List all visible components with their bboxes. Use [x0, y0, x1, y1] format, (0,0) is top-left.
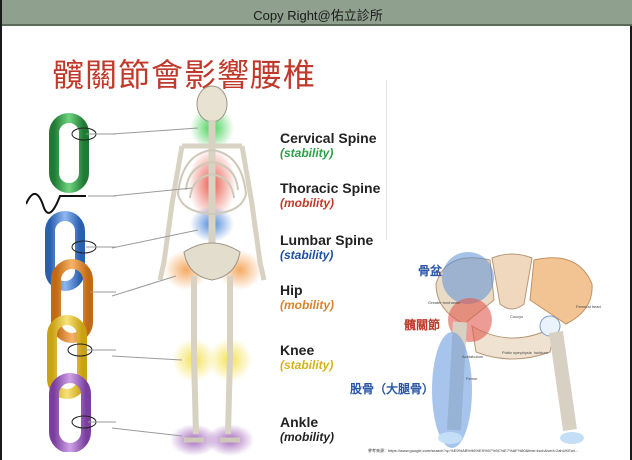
joint-label-thoracic: Thoracic Spine (mobility) [280, 180, 380, 210]
joint-label-ankle: Ankle (mobility) [280, 414, 334, 444]
joint-name: Lumbar Spine [280, 232, 374, 248]
skeleton-illustration [112, 85, 267, 456]
pubic-symphysis-label: Pubic symphysis [502, 350, 532, 355]
coccyx-label: Coccyx [510, 314, 523, 319]
chain-link-green [49, 113, 89, 193]
joint-role: (mobility) [280, 430, 334, 444]
acetabulum-label: Acetabulum [462, 354, 484, 359]
pelvis-label: 骨盆 [418, 264, 443, 278]
joint-label-lumbar: Lumbar Spine (stability) [280, 232, 373, 262]
joint-name: Ankle [280, 414, 319, 430]
joint-name: Cervical Spine [280, 130, 377, 146]
femur-label: 股骨（大腿骨） [350, 382, 435, 396]
broken-chain-wire [26, 193, 86, 214]
chain-link-yellow [47, 315, 87, 399]
joint-name: Thoracic Spine [280, 180, 381, 196]
joint-role: (mobility) [280, 298, 334, 312]
femoral-head-label: Femoral head [576, 304, 601, 309]
joint-label-knee: Knee (stability) [280, 342, 333, 372]
copyright-text: Copy Right@佑立診所 [253, 8, 383, 23]
joint-label-cervical: Cervical Spine (stability) [280, 130, 377, 160]
copyright-header: Copy Right@佑立診所 [2, 0, 632, 26]
ischium-label: Ischium [534, 350, 548, 355]
slide-title: 髖關節會影響腰椎 [52, 56, 317, 94]
pelvis-hip-diagram: Coccyx Greater trochanter Femoral head A… [428, 252, 601, 448]
joint-role: (stability) [280, 358, 334, 372]
source-note: 參考來源：https://www.google.com/search?q=%E9… [368, 448, 578, 453]
chain-link-blue [45, 211, 85, 291]
chain-link-purple [49, 373, 91, 452]
hip-joint-label: 髖關節 [404, 318, 441, 332]
joint-label-hip: Hip (mobility) [280, 282, 334, 312]
chain-link-orange [51, 259, 93, 343]
femur-anatomy-label: Femur [466, 376, 478, 381]
chain-links-illustration [26, 113, 116, 452]
joint-role: (stability) [280, 146, 334, 160]
divider-line [386, 80, 387, 240]
joint-role: (stability) [280, 248, 334, 262]
joint-name: Knee [280, 342, 315, 358]
joint-name: Hip [280, 282, 303, 298]
greater-trochanter-label: Greater trochanter [428, 300, 461, 305]
joint-role: (mobility) [280, 196, 334, 210]
